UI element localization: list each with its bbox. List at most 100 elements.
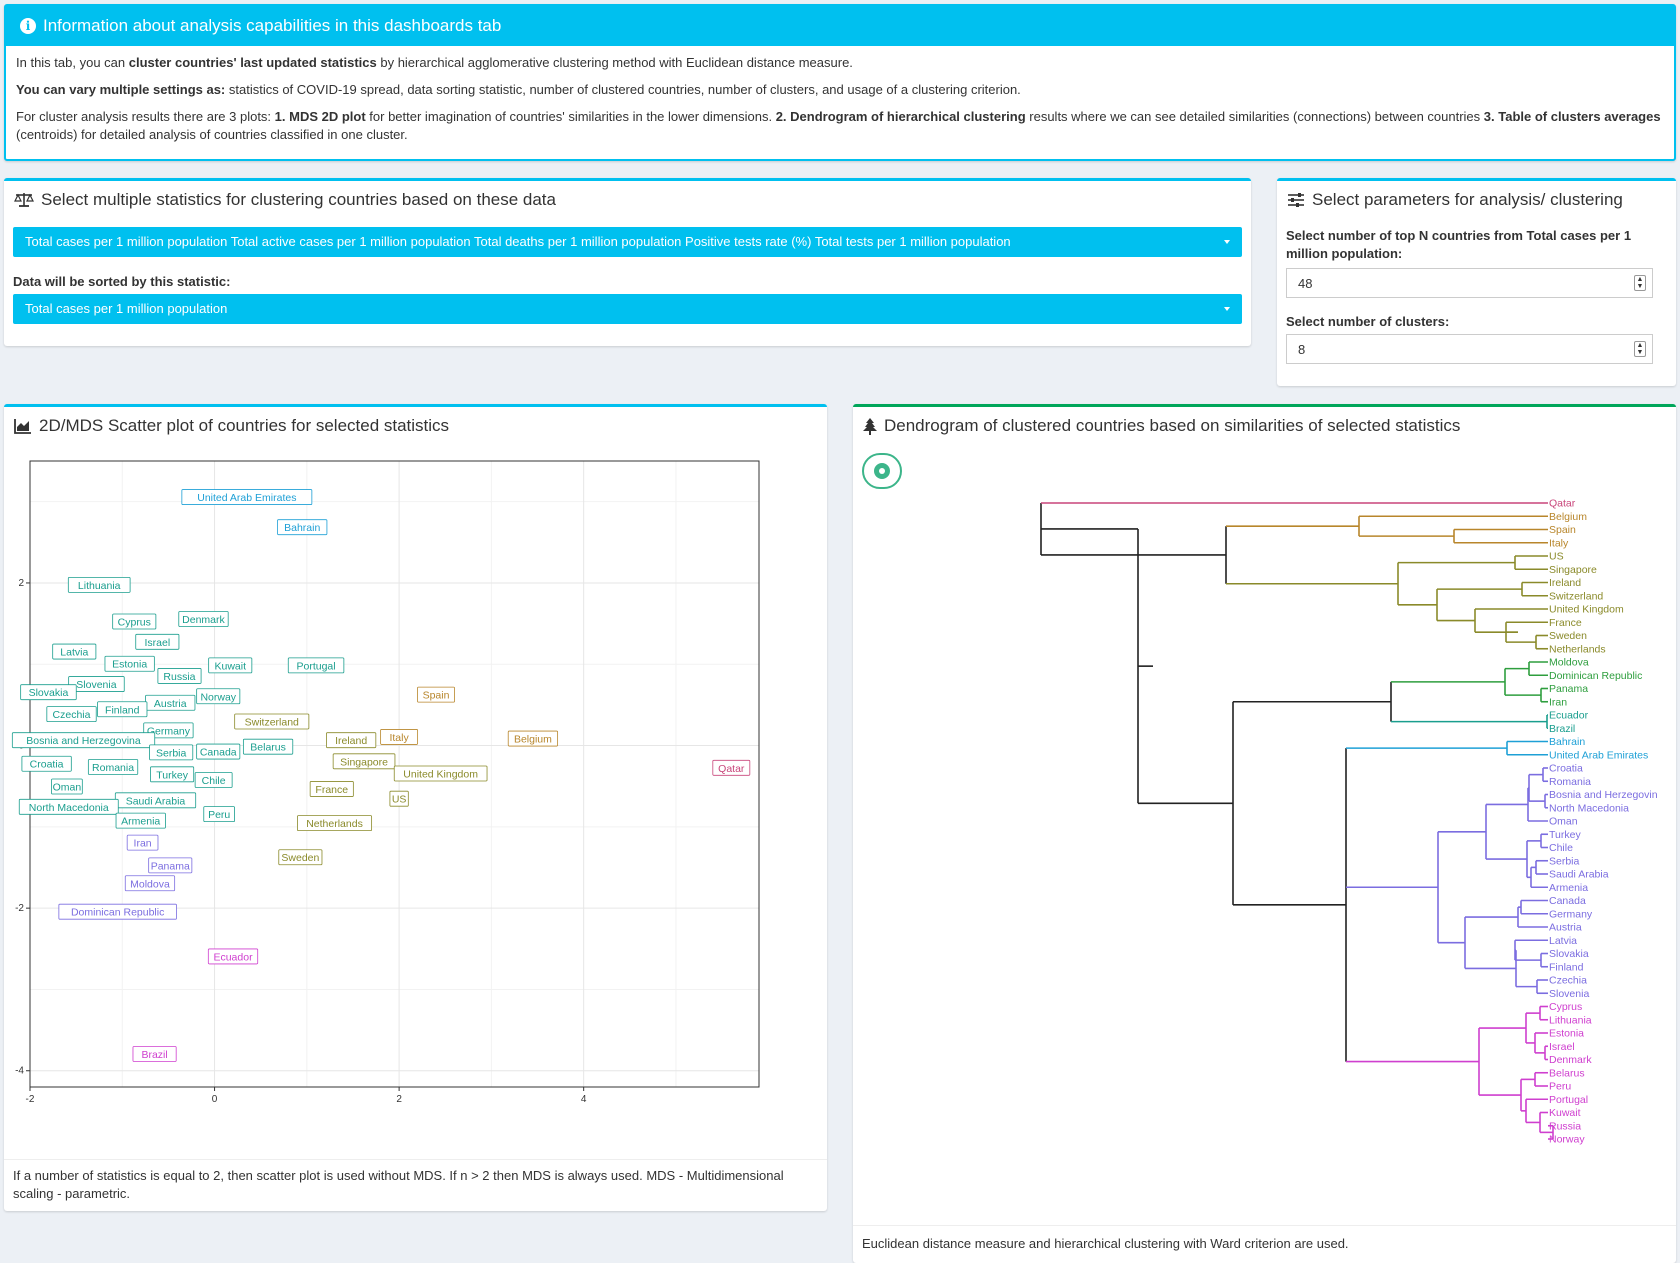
scatter-point: Austria (145, 694, 196, 711)
x-tick-label: 4 (581, 1094, 587, 1105)
dendrogram-leaf-label: Chile (1549, 842, 1573, 854)
scatter-point: Peru (203, 806, 235, 823)
dendrogram-leaf-label: Portugal (1549, 1094, 1588, 1106)
dendrogram-leaf-label: Bahrain (1549, 736, 1585, 748)
point-label: Brazil (141, 1049, 167, 1061)
scatter-box: 2D/MDS Scatter plot of countries for sel… (4, 404, 827, 1211)
tree-icon (863, 417, 877, 435)
point-label-box (58, 903, 177, 920)
point-label: Latvia (60, 647, 88, 659)
point-label: Bahrain (284, 522, 320, 534)
parameters-box-title: Select parameters for analysis/ clusteri… (1277, 181, 1676, 219)
scatter-point: Belgium (507, 730, 559, 747)
point-label: North Macedonia (29, 802, 109, 814)
dendrogram-leaf-label: Bosnia and Herzegovin (1549, 789, 1658, 801)
point-label-box (380, 729, 419, 745)
sort-statistic-value: Total cases per 1 million population (25, 301, 228, 316)
dendrogram-leaf-label: Austria (1549, 922, 1582, 934)
area-chart-icon (14, 419, 31, 434)
point-label: Croatia (30, 759, 64, 771)
point-label: Dominican Republic (71, 907, 164, 919)
number-spinner-icon[interactable]: ▲▼ (1634, 275, 1646, 291)
point-label: Belgium (514, 734, 552, 746)
point-label: Czechia (53, 709, 91, 721)
scatter-point: Ireland (326, 732, 377, 749)
dendrogram-footer-note: Euclidean distance measure and hierarchi… (862, 1236, 1349, 1251)
dendrogram-leaf-label: Switzerland (1549, 590, 1603, 602)
point-label-box (178, 611, 229, 627)
point-label-box (143, 722, 194, 739)
point-label-box (207, 948, 259, 965)
point-label-box (278, 849, 323, 866)
dendrogram-leaf-label: Panama (1549, 683, 1588, 695)
statistics-multiselect[interactable]: Total cases per 1 million population Tot… (13, 227, 1242, 257)
scatter-point: Slovenia (68, 676, 125, 692)
statistics-multiselect-value: Total cases per 1 million population Tot… (25, 234, 1011, 249)
scatter-point: Portugal (287, 657, 345, 674)
info-paragraph-3: For cluster analysis results there are 3… (16, 109, 1661, 142)
point-label-box (417, 686, 455, 703)
point-label: Saudi Arabia (126, 795, 186, 807)
point-label: Germany (147, 725, 191, 737)
scatter-point: Panama (148, 857, 193, 874)
point-label: Cyprus (118, 616, 151, 628)
scatter-point: Qatar (712, 759, 751, 776)
point-label: Netherlands (306, 818, 363, 830)
sort-statistic-select[interactable]: Total cases per 1 million population (13, 294, 1242, 324)
point-label-box (332, 753, 396, 770)
dendrogram-leaf-label: Romania (1549, 776, 1591, 788)
scatter-point: Moldova (124, 875, 176, 892)
dendrogram-leaf-label: Czechia (1549, 975, 1587, 987)
top-n-input[interactable]: 48 ▲▼ (1286, 268, 1653, 298)
dendrogram-leaf-label: Slovakia (1549, 948, 1589, 960)
scatter-point: Denmark (178, 611, 229, 627)
dendrogram-leaf-label: Denmark (1549, 1054, 1592, 1066)
scatter-point: Belarus (242, 738, 294, 755)
dendrogram-leaf-label: Italy (1549, 537, 1569, 549)
point-label: Israel (145, 637, 171, 649)
point-label: Canada (200, 747, 237, 759)
point-label-box (124, 875, 176, 892)
scatter-point: Norway (196, 688, 241, 705)
dendrogram-leaf-label: Latvia (1549, 935, 1577, 947)
point-label: Norway (200, 691, 236, 703)
y-tick-label: -4 (15, 1066, 24, 1077)
top-n-label: Select number of top N countries from To… (1286, 228, 1632, 261)
dendrogram-leaf-label: Germany (1549, 908, 1593, 920)
point-label: Panama (151, 860, 190, 872)
x-tick-label: 0 (212, 1094, 218, 1105)
dendrogram-box: Dendrogram of clustered countries based … (853, 404, 1676, 1263)
scatter-point: Brazil (132, 1046, 177, 1062)
point-label-box (67, 576, 131, 593)
point-label: Bosnia and Herzegovina (26, 735, 141, 747)
point-label: Finland (105, 704, 140, 716)
point-label: Kuwait (214, 660, 246, 672)
number-spinner-icon[interactable]: ▲▼ (1634, 341, 1646, 357)
point-label: Lithuania (78, 580, 121, 592)
point-label-box (46, 706, 97, 723)
point-label-box (297, 815, 373, 831)
scatter-point: Croatia (21, 755, 72, 772)
plot-border (29, 460, 760, 1088)
sliders-icon (1288, 193, 1304, 207)
point-label: Moldova (130, 878, 170, 890)
scatter-point: Russia (157, 668, 202, 684)
point-label: Austria (154, 698, 187, 710)
dendrogram-plot: QatarBelgiumSpainItalyUSSingaporeIreland… (1040, 498, 1658, 1146)
point-label-box (126, 834, 159, 851)
point-label: Turkey (156, 769, 188, 781)
point-label-box (18, 798, 119, 815)
point-label: France (315, 784, 348, 796)
point-label-box (20, 684, 77, 701)
dendrogram-leaf-label: Saudi Arabia (1549, 869, 1609, 881)
scatter-point: France (309, 781, 354, 797)
plot-settings-button[interactable] (862, 453, 902, 489)
point-label-box (389, 790, 409, 807)
clusters-input[interactable]: 8 ▲▼ (1286, 334, 1653, 364)
dendrogram-leaf-label: Lithuania (1549, 1014, 1592, 1026)
scatter-point: Chile (194, 772, 233, 788)
chevron-down-icon (1224, 240, 1230, 244)
chevron-down-icon (1224, 307, 1230, 311)
statistics-box-title: Select multiple statistics for clusterin… (4, 181, 1251, 219)
point-label: Portugal (297, 660, 336, 672)
